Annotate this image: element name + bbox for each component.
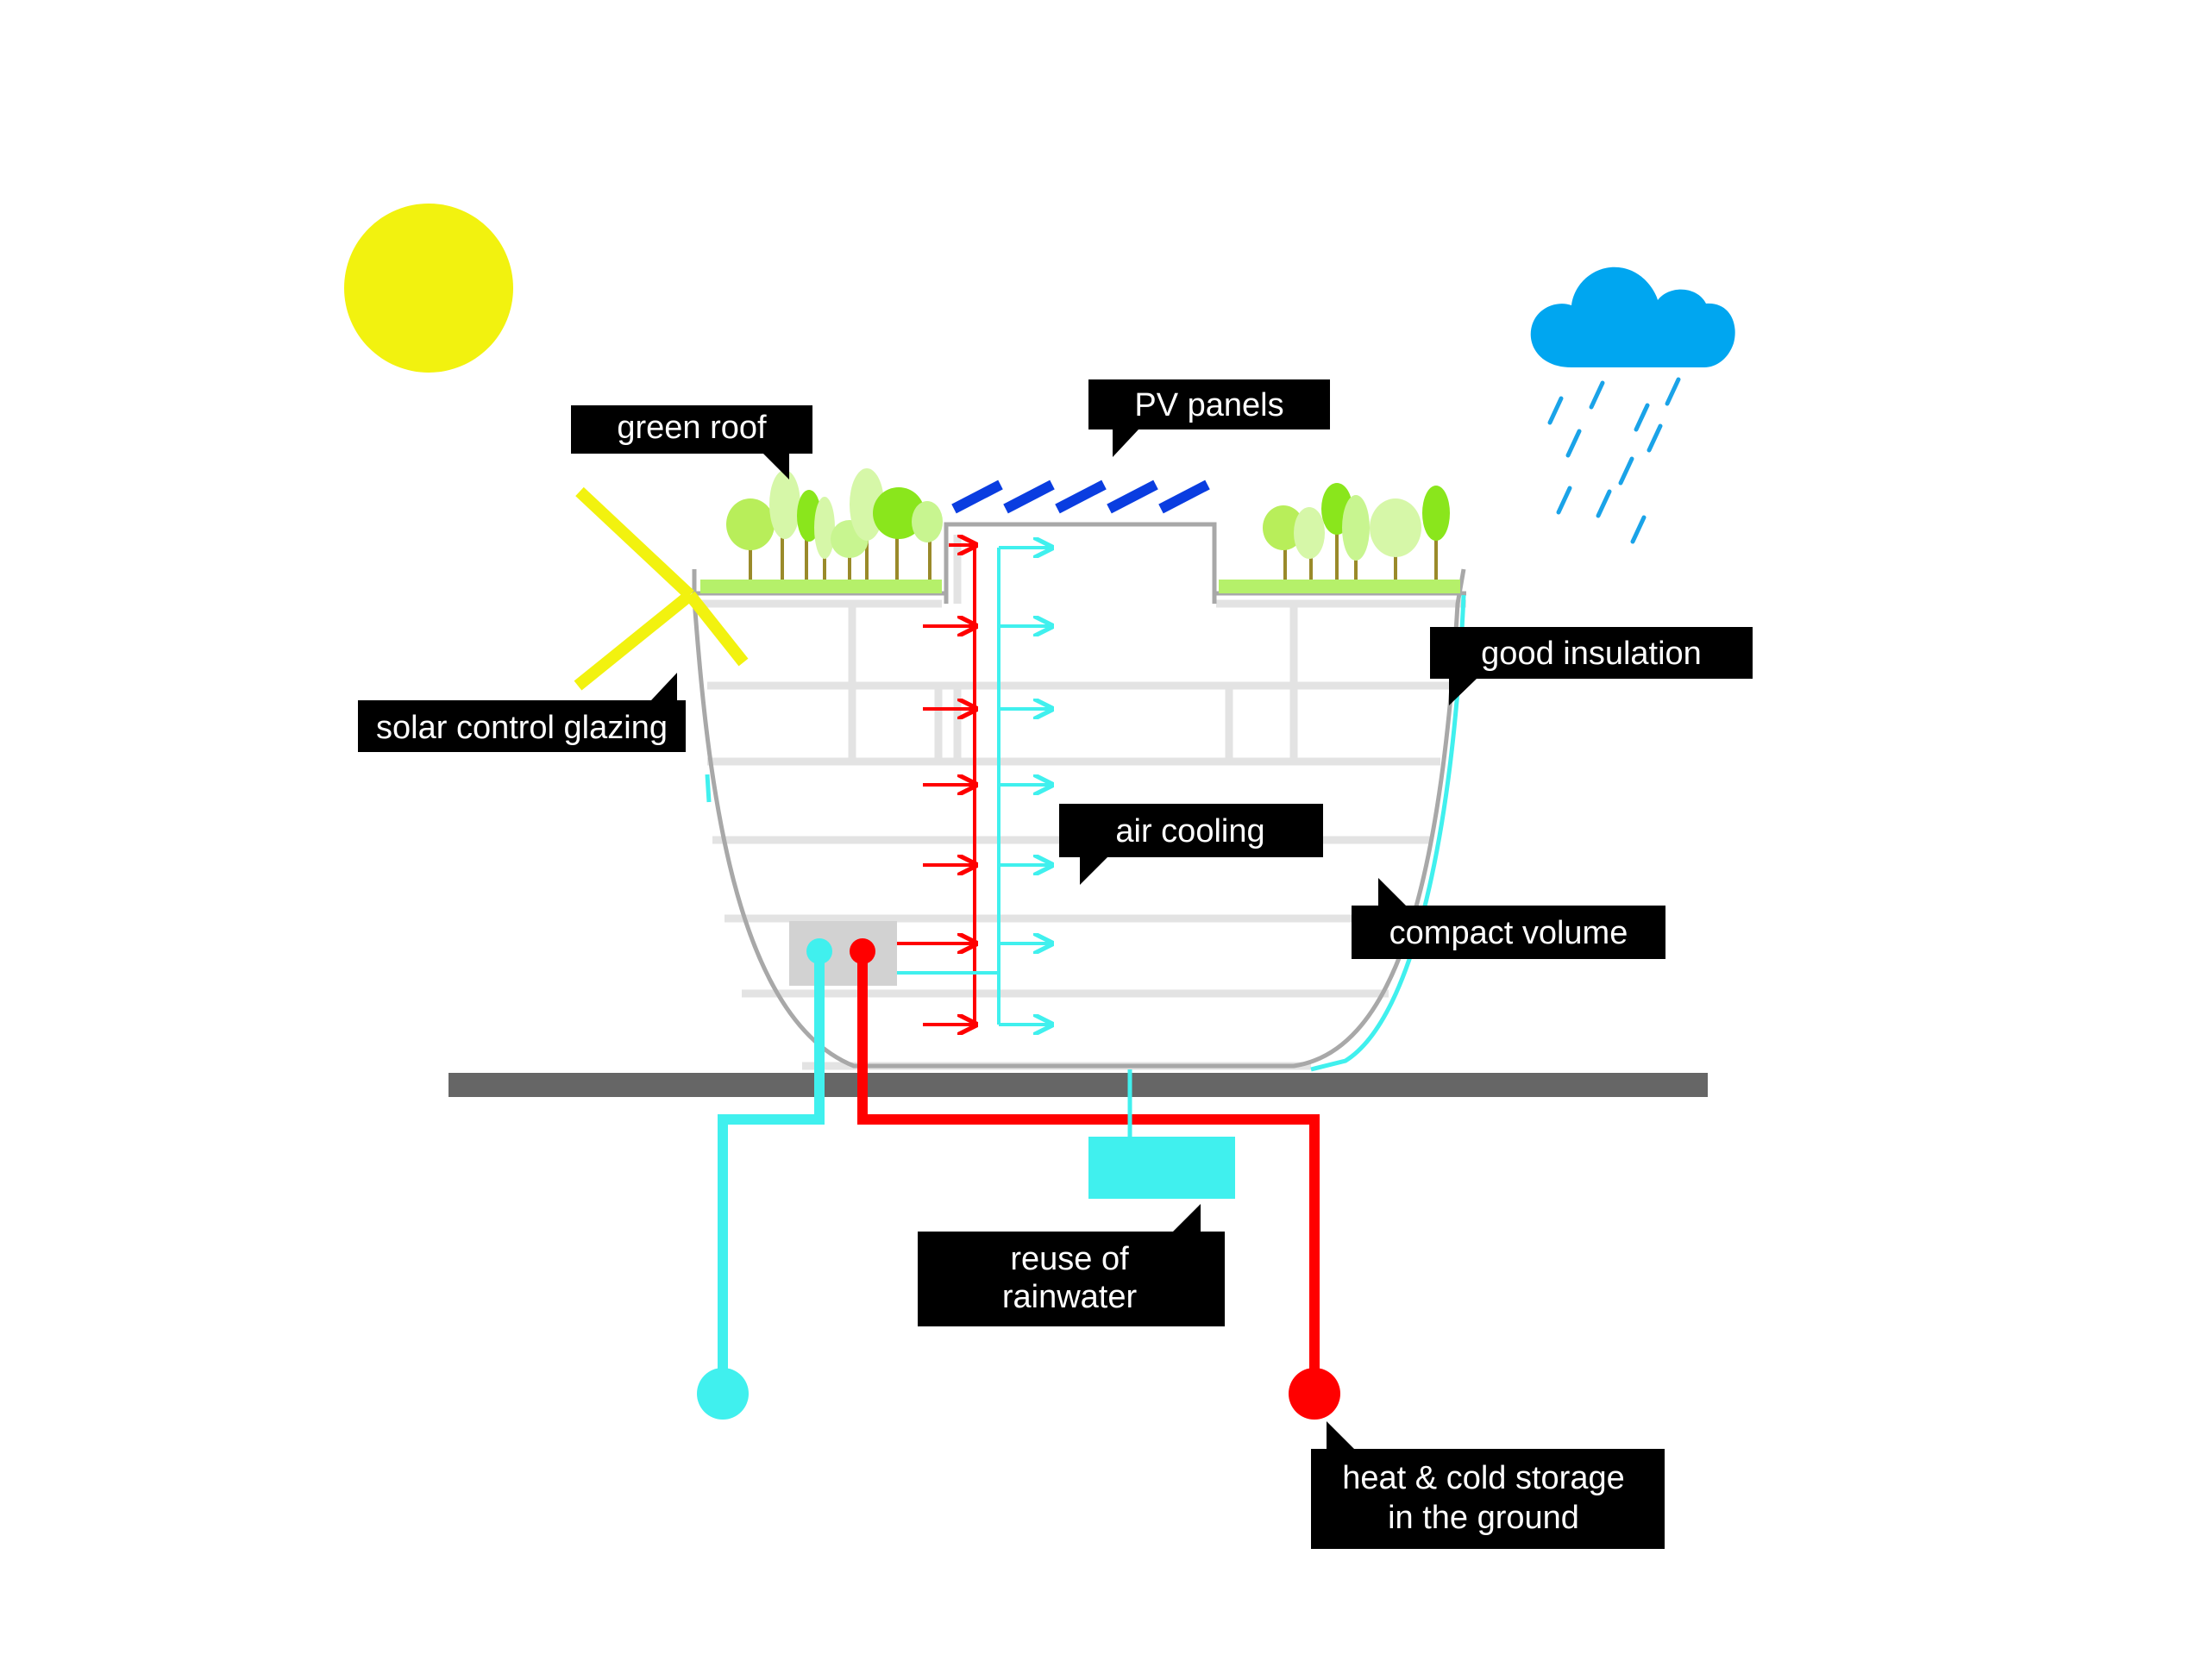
svg-text:compact volume: compact volume: [1389, 915, 1628, 951]
pv-panels-icon: [951, 480, 1210, 514]
sun-icon: [344, 204, 513, 373]
svg-text:in the ground: in the ground: [1388, 1500, 1579, 1536]
svg-text:green roof: green roof: [617, 410, 767, 446]
cooling-riser: [897, 548, 1051, 1025]
cold-storage-icon: [697, 1368, 749, 1420]
rain-cloud-icon: [1530, 266, 1735, 544]
cold-pipe: [697, 938, 832, 1420]
building-floors: [694, 535, 1466, 1070]
roof-trees: [726, 468, 1450, 580]
rainwater-tank: [1088, 1137, 1235, 1199]
label-solar-control-glazing: solar control glazing: [358, 673, 686, 752]
roof-core: [944, 522, 1217, 593]
svg-text:rainwater: rainwater: [1002, 1279, 1138, 1315]
svg-text:PV panels: PV panels: [1134, 387, 1283, 423]
solar-rays-icon: [574, 486, 749, 691]
label-pv-panels: PV panels: [1088, 379, 1330, 457]
label-green-roof: green roof: [571, 405, 812, 480]
svg-text:reuse of: reuse of: [1010, 1241, 1129, 1277]
svg-text:good insulation: good insulation: [1481, 636, 1702, 672]
hot-pipe: [850, 938, 1340, 1420]
green-roof-left: [700, 580, 942, 593]
building-shell: [692, 568, 1466, 1069]
label-heat-cold-storage: heat & cold storage in the ground: [1311, 1421, 1665, 1549]
label-air-cooling: air cooling: [1059, 804, 1323, 885]
svg-text:heat & cold storage: heat & cold storage: [1342, 1460, 1624, 1496]
label-good-insulation: good insulation: [1430, 627, 1753, 705]
green-roof-right: [1219, 580, 1460, 593]
label-reuse-of-rainwater: reuse of rainwater: [918, 1204, 1225, 1326]
heating-riser: [897, 545, 975, 1025]
heat-storage-icon: [1289, 1368, 1340, 1420]
svg-text:air cooling: air cooling: [1115, 813, 1264, 849]
svg-text:solar control glazing: solar control glazing: [376, 710, 668, 746]
plant-room: [789, 921, 897, 986]
label-compact-volume: compact volume: [1352, 878, 1665, 959]
ground-line: [448, 1073, 1708, 1097]
